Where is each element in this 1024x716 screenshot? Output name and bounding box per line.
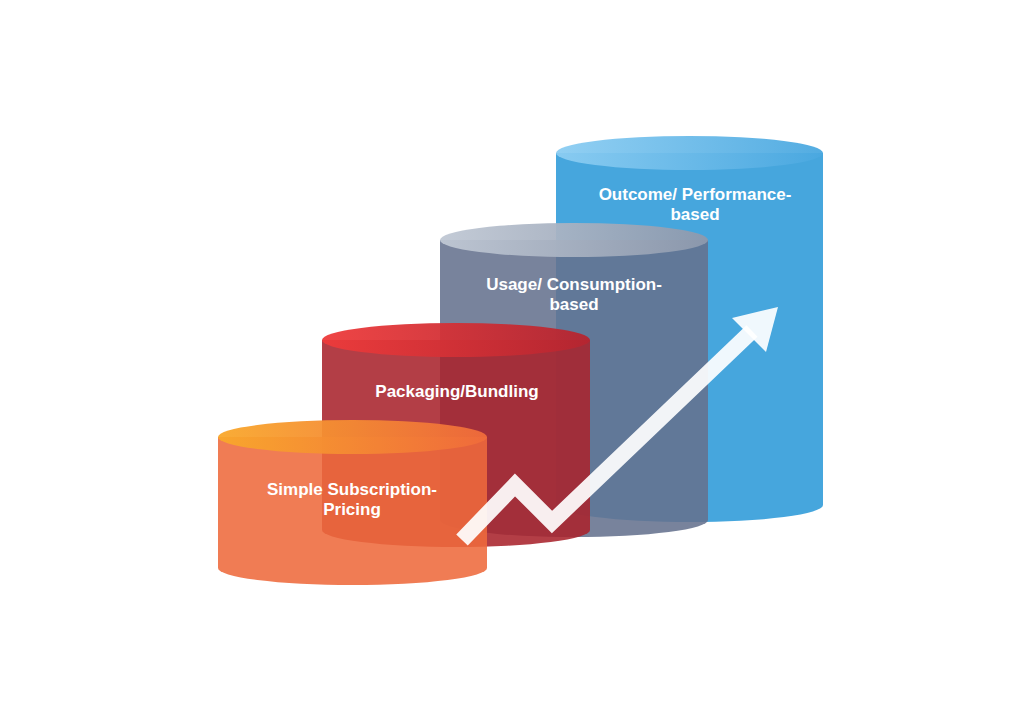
cylinder-top	[556, 136, 823, 170]
step-label: Usage/ Consumption-based	[474, 275, 674, 316]
text-area: Usage/ Consumption-based	[474, 265, 674, 325]
text-area: Packaging/Bundling	[337, 362, 577, 422]
text-area: Outcome/ Performance-based	[590, 175, 800, 235]
step-label: Outcome/ Performance-based	[590, 185, 800, 226]
step-label: Simple Subscription-Pricing	[247, 480, 457, 521]
cylinder-top	[322, 323, 590, 357]
text-area: Simple Subscription-Pricing	[247, 470, 457, 530]
cylinder-step: Simple Subscription-Pricing	[218, 420, 487, 585]
step-label: Packaging/Bundling	[375, 382, 538, 402]
cylinder-top	[218, 420, 487, 454]
cylinder-top	[440, 223, 708, 257]
cylinder-body	[218, 437, 487, 585]
cylinder-shape	[440, 223, 708, 537]
cylinder-step: Usage/ Consumption-based	[440, 223, 708, 537]
cylinder-step: Outcome/ Performance-based	[556, 136, 823, 522]
